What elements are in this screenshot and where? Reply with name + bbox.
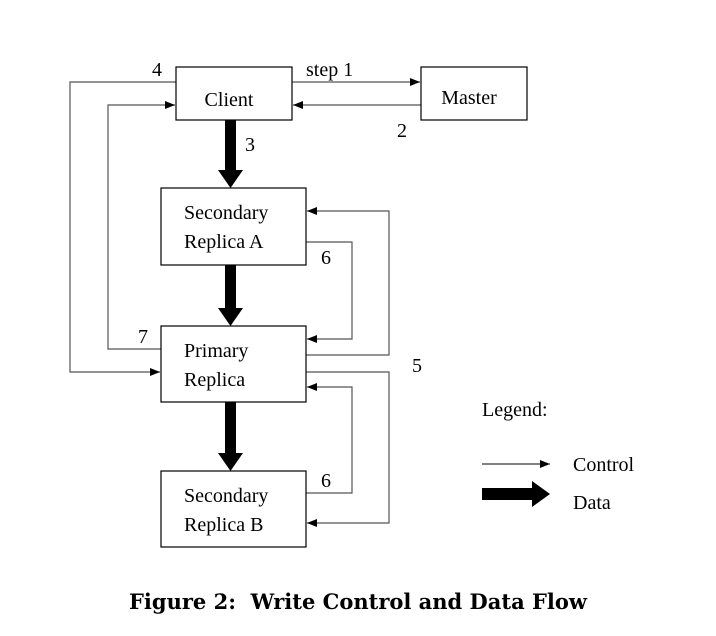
legend-data-arrow — [482, 481, 550, 507]
data-arrow-secondary-a-to-primary — [218, 265, 243, 326]
step-7-label: 7 — [138, 326, 148, 348]
node-client: Client — [175, 66, 293, 121]
node-secondary-b-line1: Secondary — [184, 485, 268, 507]
node-primary-line2: Replica — [184, 369, 245, 391]
node-secondary-b-line2: Replica B — [184, 514, 263, 536]
node-secondary-a-line2: Replica A — [184, 231, 264, 253]
step-6a-label: 6 — [321, 247, 331, 269]
edge-primary-to-client — [107, 101, 175, 350]
legend: Legend: Control Data — [482, 399, 635, 514]
step-5-label: 5 — [412, 355, 422, 377]
edge-secondary-b-to-primary — [306, 383, 353, 494]
step-6b-label: 6 — [321, 470, 331, 492]
step-4-label: 4 — [152, 59, 162, 81]
node-master-label: Master — [441, 87, 497, 109]
legend-data-label: Data — [573, 492, 611, 514]
legend-title: Legend: — [482, 399, 548, 421]
node-secondary-a-line1: Secondary — [184, 202, 268, 224]
legend-control-label: Control — [573, 454, 635, 476]
node-secondary-b: Secondary Replica B — [160, 470, 307, 548]
edge-primary-to-secondary-b — [306, 371, 390, 527]
node-master: Master — [420, 66, 528, 121]
step-2-label: 2 — [397, 120, 407, 142]
figure-caption: Figure 2: Write Control and Data Flow — [129, 589, 588, 614]
step-1-label: step 1 — [306, 59, 353, 81]
node-secondary-a: Secondary Replica A — [160, 187, 307, 266]
edge-secondary-a-to-primary — [306, 241, 353, 343]
edge-primary-to-secondary-a — [306, 207, 390, 356]
node-primary: Primary Replica — [160, 325, 307, 403]
edge-client-to-primary — [69, 81, 176, 376]
data-arrow-client-to-secondary-a — [218, 120, 243, 188]
data-arrow-primary-to-secondary-b — [218, 402, 243, 471]
node-primary-line1: Primary — [184, 340, 248, 362]
node-client-label: Client — [205, 89, 254, 111]
step-3-label: 3 — [245, 134, 255, 156]
